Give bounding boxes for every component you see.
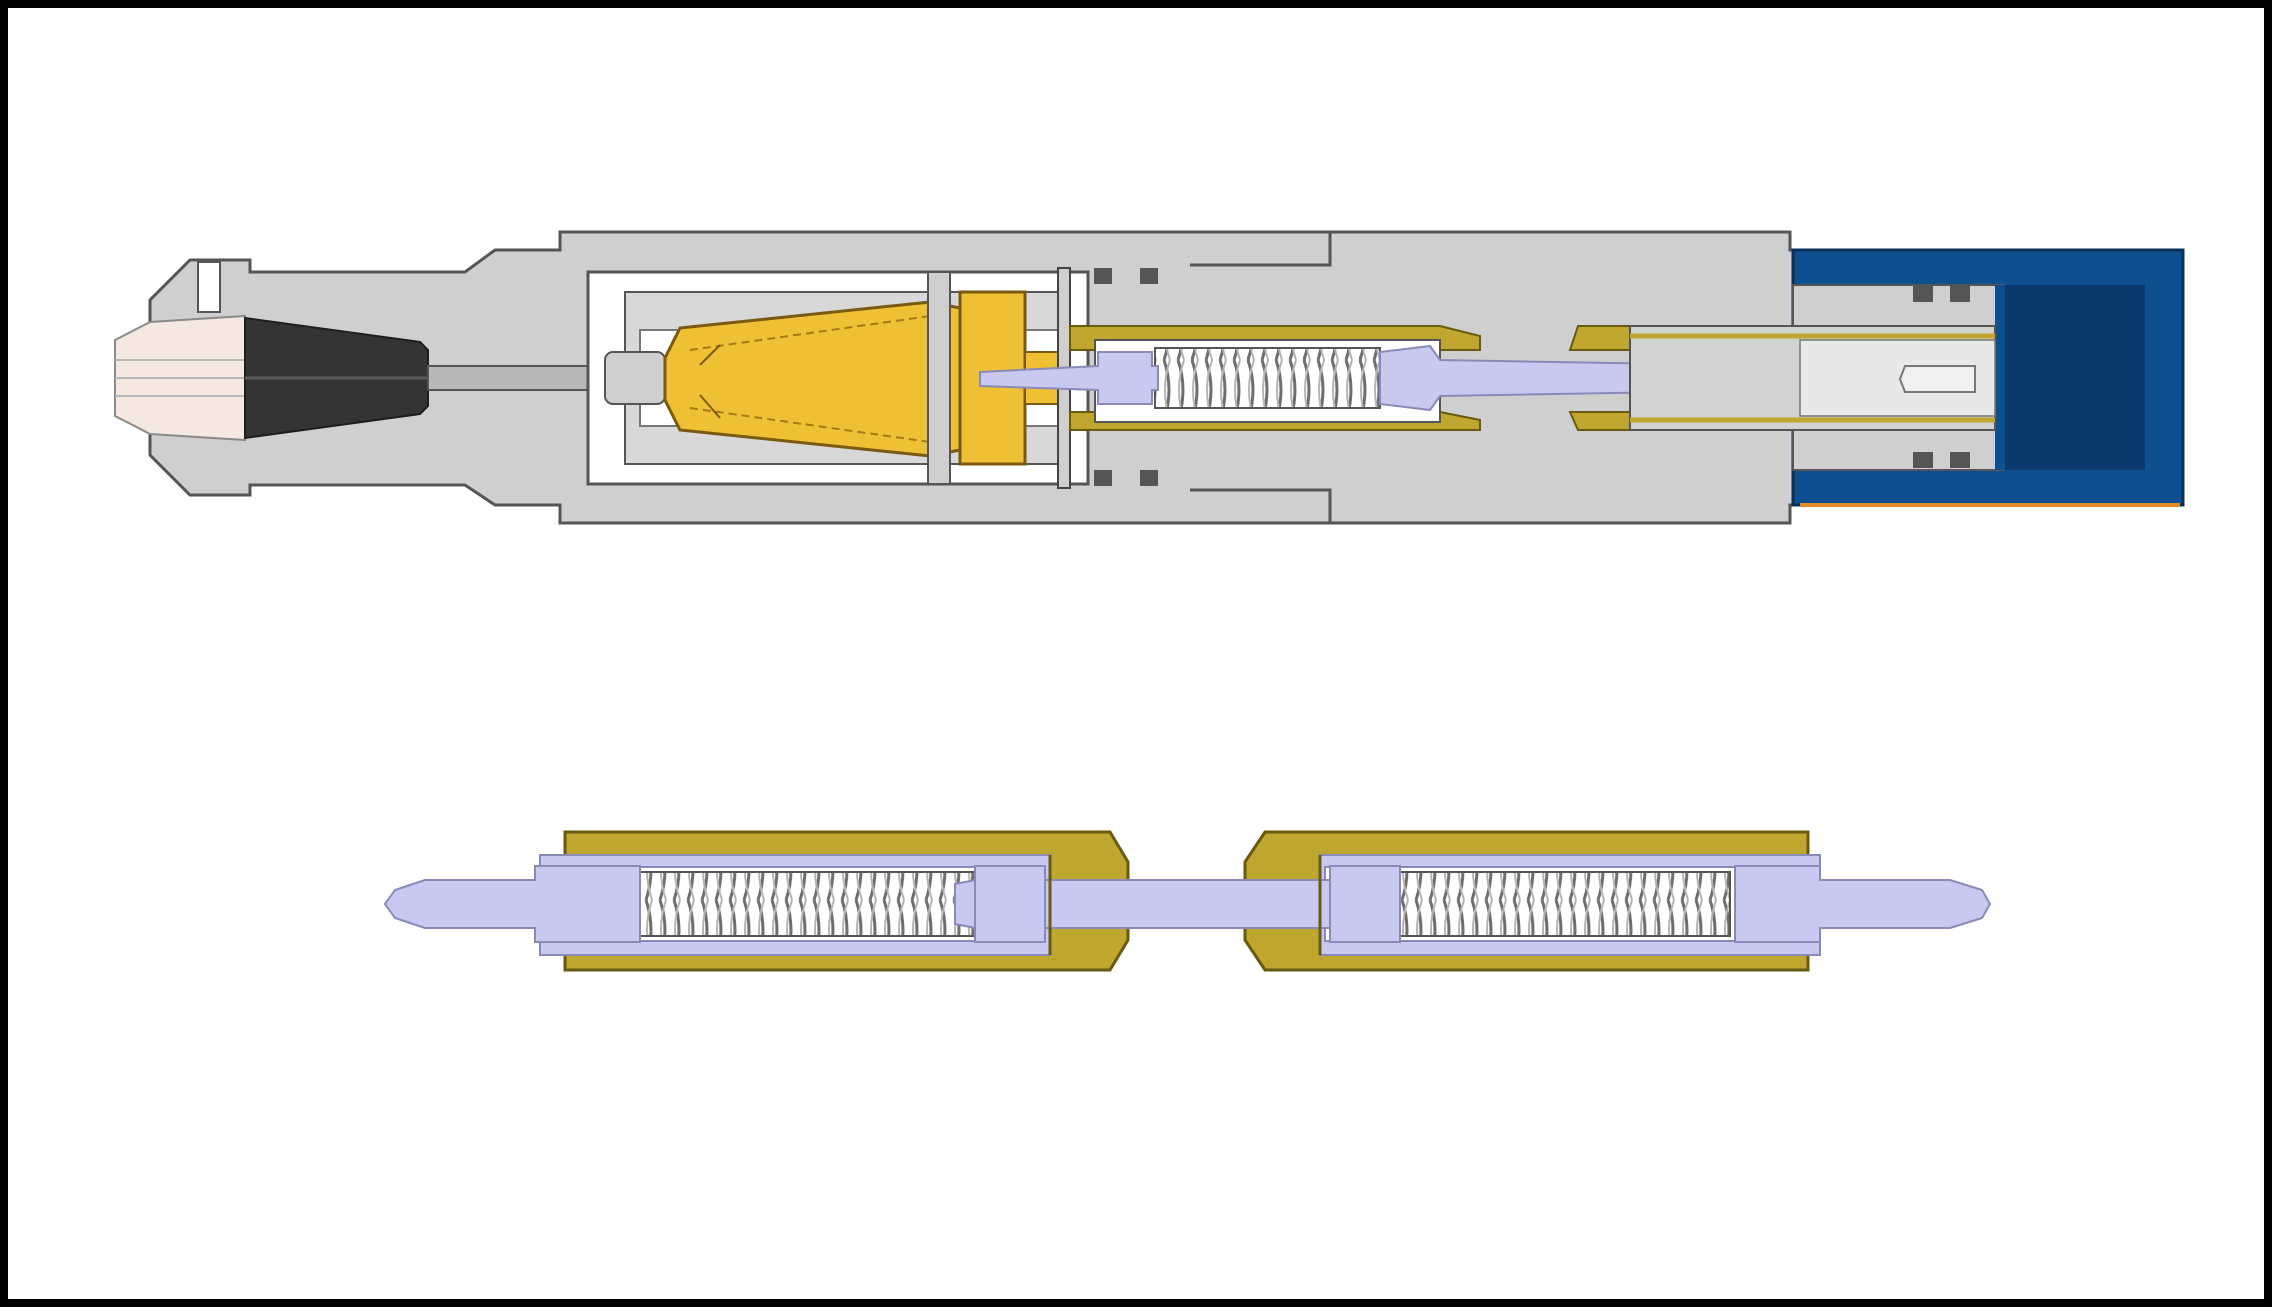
shaft <box>427 365 589 391</box>
gold-wedge <box>663 300 962 458</box>
spring-top <box>1154 347 1381 409</box>
pogo-pin-pair <box>383 830 1992 972</box>
spring-left <box>639 871 976 937</box>
plunger-top <box>979 351 1159 405</box>
plunger-right-tip <box>1734 865 1992 943</box>
blue-cap-inner <box>2000 285 2145 470</box>
spring-right <box>1399 871 1731 937</box>
probe-assembly <box>114 230 2185 525</box>
plunger-left-tip <box>383 865 641 943</box>
